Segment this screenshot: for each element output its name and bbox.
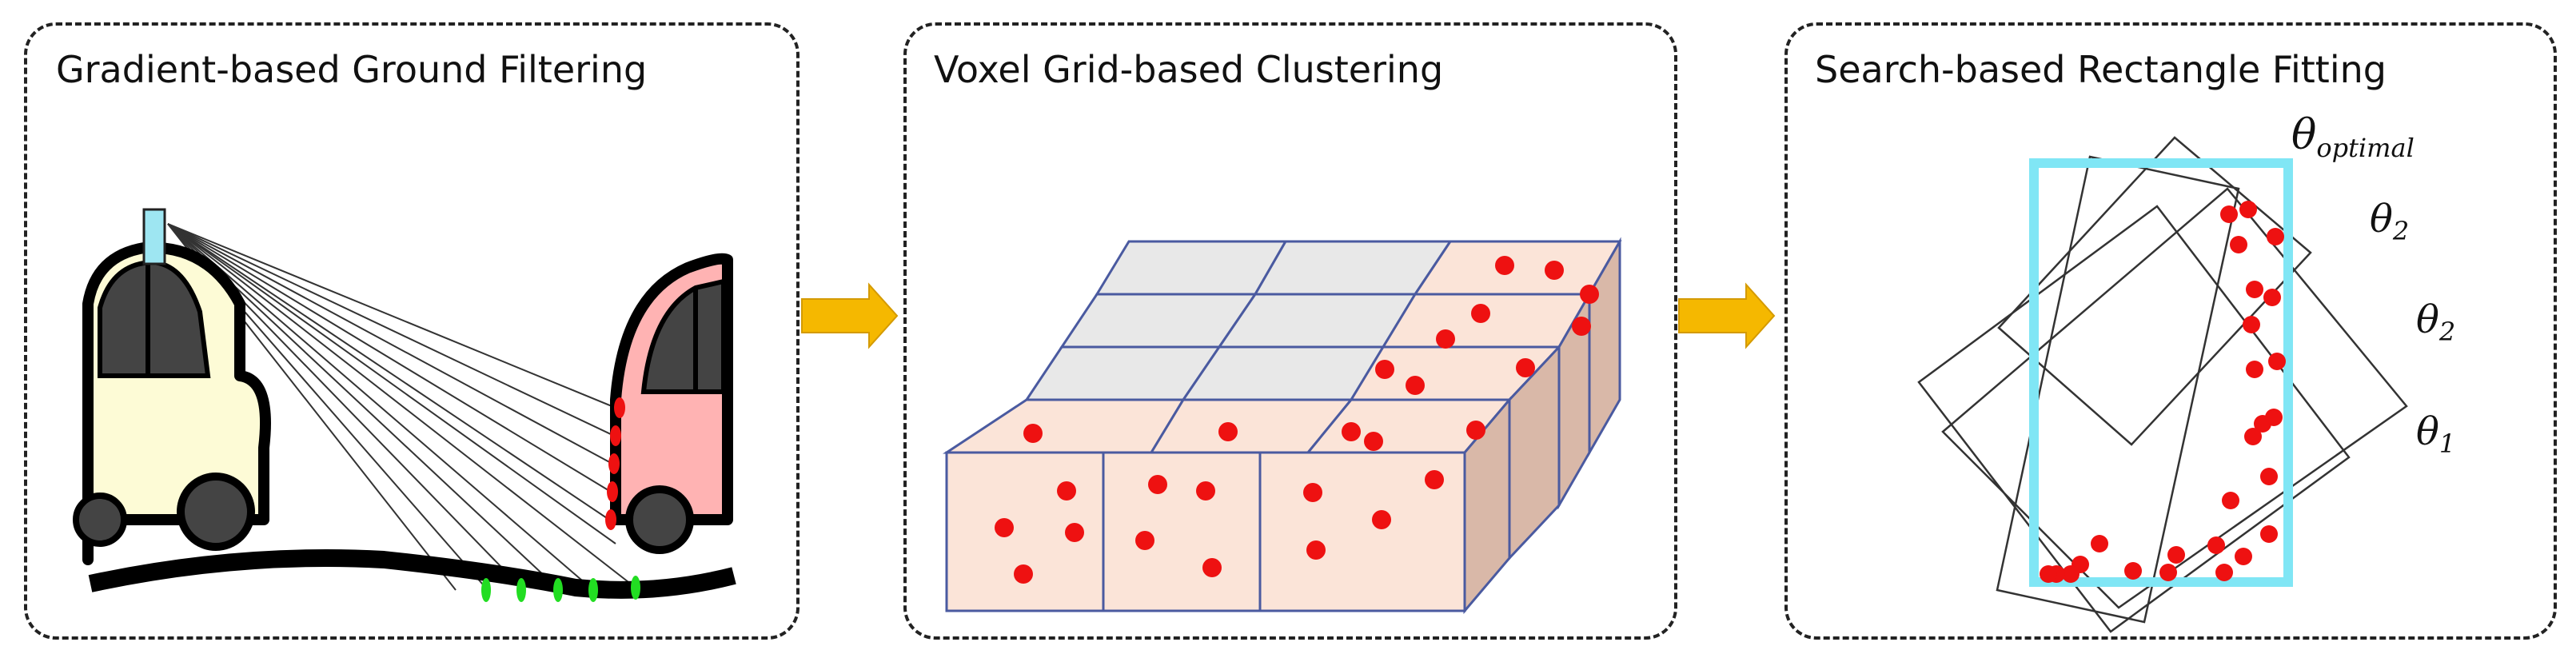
ground-surface: [88, 549, 736, 599]
target-car: [610, 253, 733, 554]
ground-filtering-illustration: [73, 208, 736, 602]
voxel-grid-illustration: [943, 237, 1622, 615]
candidate-rect-optimal-angle: [1996, 155, 2240, 624]
flow-arrow-1: [801, 282, 899, 349]
label-theta-2-lower: θ2: [2416, 297, 2455, 347]
voxel-points: [995, 256, 1599, 584]
label-theta-2-upper: θ2: [2370, 197, 2409, 246]
panel-title-voxel-clustering: Voxel Grid-based Clustering: [934, 48, 1444, 91]
flow-arrow-2: [1678, 282, 1776, 349]
panel-title-rectangle-fitting: Search-based Rectangle Fitting: [1815, 48, 2387, 91]
rectangle-fitting-illustration: [1917, 136, 2408, 633]
ground-points: [481, 576, 640, 602]
label-theta-1: θ1: [2416, 409, 2455, 459]
object-points-fit: [2040, 201, 2286, 583]
panel-title-ground-filtering: Gradient-based Ground Filtering: [56, 48, 648, 91]
object-points-car: [605, 397, 625, 530]
panel-rectangle-fitting: [1784, 22, 2557, 640]
optimal-bounding-box: [2029, 158, 2293, 587]
theta-labels: θoptimal θ2 θ2 θ1: [2291, 111, 2455, 459]
lidar-sensor: [142, 208, 166, 265]
ego-car: [73, 241, 271, 565]
label-theta-optimal: θoptimal: [2291, 111, 2415, 163]
